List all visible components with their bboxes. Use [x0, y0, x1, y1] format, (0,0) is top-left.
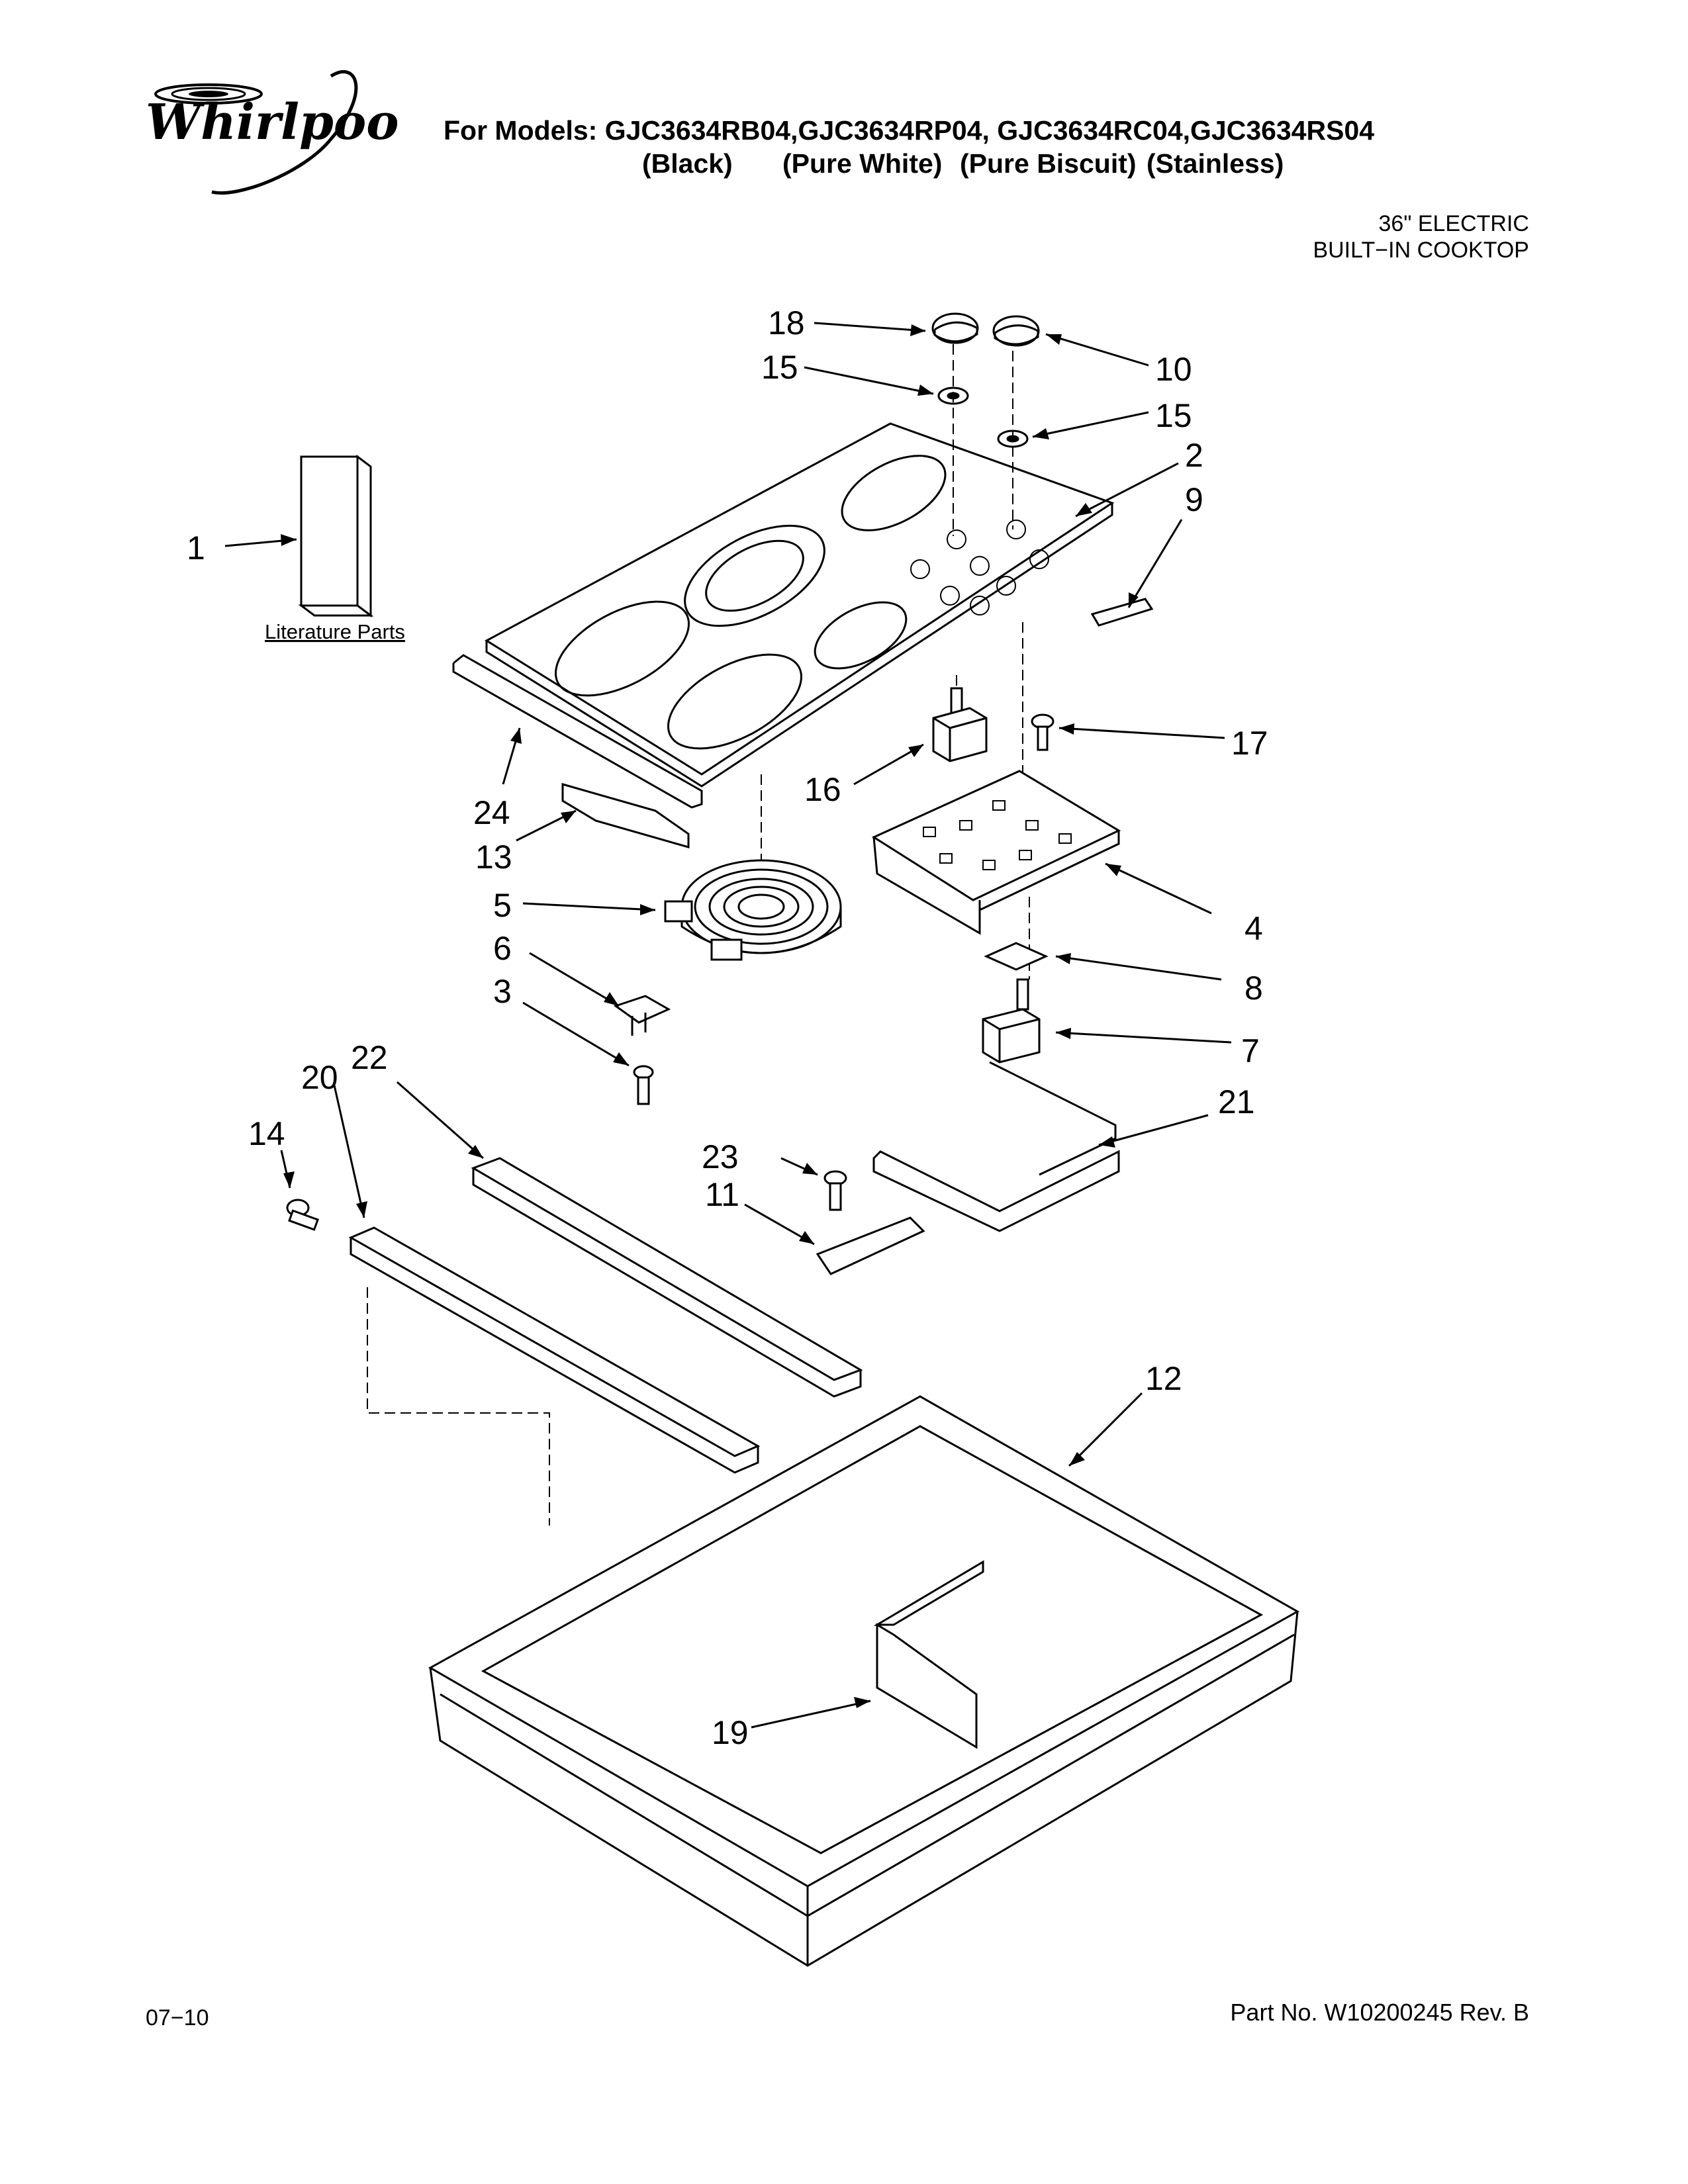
control-bracket: [871, 770, 1121, 935]
screw-17: [1031, 713, 1055, 751]
models-header: For Models: GJC3634RB04,GJC3634RP04, GJC…: [444, 114, 1375, 179]
callout-6: 6: [493, 930, 512, 967]
callout-15-right: 15: [1155, 397, 1192, 434]
leader-lines: [224, 322, 1232, 1729]
product-type-line-1: 36" ELECTRIC: [1378, 211, 1529, 236]
callout-4: 4: [1244, 910, 1263, 947]
callout-14: 14: [248, 1115, 285, 1152]
callout-17: 17: [1231, 725, 1268, 762]
callout-13: 13: [475, 839, 512, 876]
front-trim-strip: [452, 654, 703, 809]
literature-parts-label: Literature Parts: [265, 620, 405, 643]
models-line: For Models: GJC3634RB04,GJC3634RP04, GJC…: [444, 115, 1375, 146]
callout-11: 11: [705, 1176, 739, 1213]
glass-cooktop: [485, 422, 1115, 788]
product-type-line-2: BUILT−IN COOKTOP: [1313, 238, 1529, 263]
callout-23: 23: [702, 1138, 739, 1175]
callout-8: 8: [1244, 970, 1263, 1007]
callout-24: 24: [473, 794, 510, 831]
knob-alignment-lines: [761, 344, 1030, 979]
trim-strip-9: [1090, 598, 1154, 627]
bracket-21: [872, 1061, 1120, 1232]
screw-3: [633, 1065, 654, 1105]
clip-13: [561, 783, 690, 848]
screw-14: [286, 1199, 319, 1231]
product-type: 36" ELECTRIC BUILT−IN COOKTOP: [1313, 210, 1529, 263]
callout-7: 7: [1241, 1032, 1260, 1069]
callout-20: 20: [301, 1059, 338, 1096]
callout-16: 16: [804, 771, 841, 808]
callout-3: 3: [493, 973, 512, 1010]
radiant-element: [664, 859, 842, 961]
callout-15-left: 15: [761, 349, 798, 386]
callout-numbers: 18 15 10 15 2 9 1 17 24 16 13 5 4 6 8 3 …: [187, 304, 1268, 1751]
knob-10: [992, 315, 1040, 347]
callout-9: 9: [1185, 481, 1203, 518]
callout-19: 19: [712, 1714, 749, 1751]
clamp-6: [613, 995, 671, 1036]
color-stainless: (Stainless): [1147, 148, 1284, 179]
insulator-8: [984, 942, 1049, 971]
color-black: (Black): [642, 148, 733, 179]
channel-20: [348, 1226, 761, 1525]
infinite-switch-16: [932, 687, 988, 762]
bracket-11: [816, 1216, 925, 1275]
leader-arrowheads: [281, 324, 1139, 1708]
channel-22: [471, 1157, 863, 1398]
base-pan: [428, 1395, 1300, 1967]
color-pure-white: (Pure White): [782, 148, 943, 179]
callout-2: 2: [1185, 437, 1203, 474]
literature-binder: [298, 455, 374, 617]
callout-10: 10: [1155, 351, 1192, 388]
screw-23: [823, 1170, 847, 1211]
callout-22: 22: [351, 1039, 388, 1076]
footer-date: 07−10: [146, 2005, 209, 2030]
callout-12: 12: [1145, 1360, 1182, 1397]
callout-18: 18: [768, 304, 805, 341]
callout-1: 1: [187, 529, 205, 567]
knob-18: [931, 312, 979, 344]
infinite-switch-7: [982, 978, 1041, 1064]
whirlpool-logo: Whirlpool: [146, 70, 397, 195]
brand-wordmark: Whirlpool: [146, 94, 397, 151]
callout-5: 5: [493, 887, 512, 924]
footer-part-number: Part No. W10200245 Rev. B: [1230, 1999, 1529, 2026]
color-pure-biscuit: (Pure Biscuit): [960, 148, 1137, 179]
callout-21: 21: [1218, 1083, 1255, 1120]
bracket-19: [873, 1560, 984, 1749]
